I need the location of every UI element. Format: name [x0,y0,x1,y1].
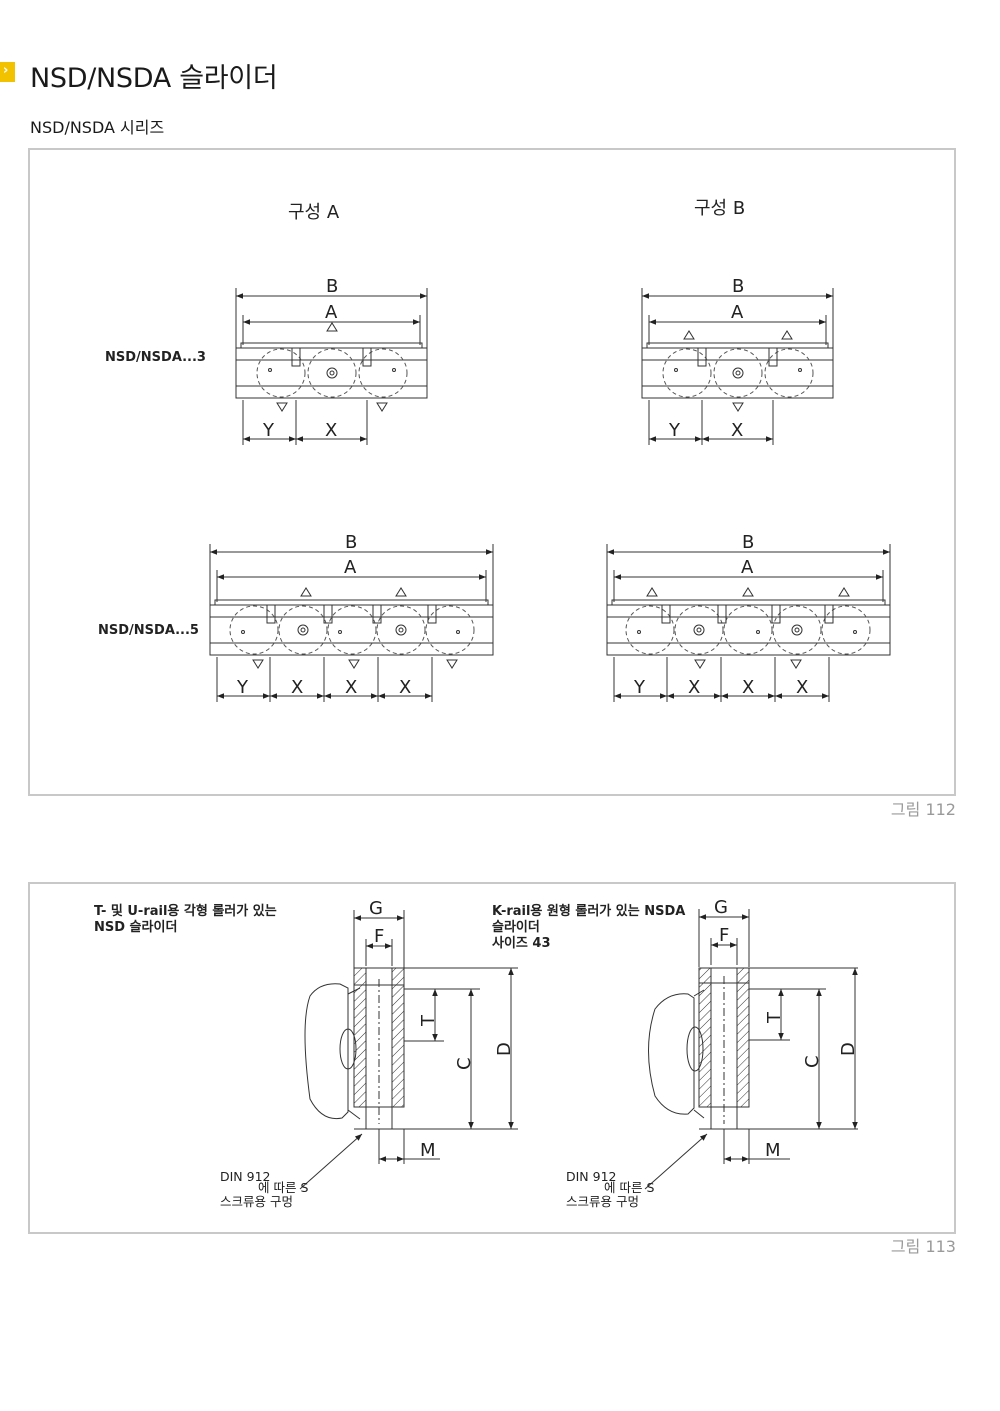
dim-m-label: M [765,1140,781,1161]
dim-y-label: Y [668,420,681,441]
page-subtitle: NSD/NSDA 시리즈 [30,118,165,137]
screw-note-line2: 스크류용 구멍 [220,1194,293,1209]
screw-note-line3: 에 따른 S [258,1180,308,1195]
page-title: NSD/NSDA 슬라이더 [30,63,278,94]
dim-b-label: B [732,276,744,297]
figure-112-drawing: 구성 A 구성 B NSD/NSDA...3 NSD/NSDA...5 B A … [98,198,891,702]
dim-x-label: X [325,420,337,441]
dim-t-label: T [418,1014,439,1027]
dim-b-label: B [742,532,754,553]
dim-x-label: X [688,677,700,698]
dim-y-label: Y [236,677,249,698]
screw-note-line1: DIN 912 [566,1169,617,1184]
dim-c-label: C [802,1055,823,1068]
dim-g-label: G [369,898,383,919]
dim-x-label: X [742,677,754,698]
dim-d-label: D [494,1042,515,1056]
dim-x-label: X [399,677,411,698]
left-cross-section [299,910,518,1190]
figure-112-frame: 구성 A 구성 B NSD/NSDA...3 NSD/NSDA...5 B A … [28,148,956,796]
dim-m-label: M [420,1140,436,1161]
config-a-label: 구성 A [288,202,340,223]
dim-b-label: B [345,532,357,553]
figure-113-frame: T- 및 U-rail용 각형 롤러가 있는 NSD 슬라이더 K-rail용 … [28,882,956,1234]
dim-x-label: X [796,677,808,698]
dim-t-label: T [764,1011,785,1024]
slider-3-config-b [641,288,834,445]
row-label-3: NSD/NSDA...3 [105,350,206,365]
dim-c-label: C [454,1057,475,1070]
slider-3-config-a [235,288,428,445]
slider-5-config-a [209,544,494,702]
dim-d-label: D [838,1042,859,1056]
right-title-line1: K-rail용 원형 롤러가 있는 NSDA [492,903,685,919]
chevron-right-icon: › [3,63,9,78]
dim-a-label: A [731,302,744,323]
slider-5-config-b [606,544,891,702]
dim-a-label: A [325,302,338,323]
dim-g-label: G [714,897,728,918]
left-title-line1: T- 및 U-rail용 각형 롤러가 있는 [94,903,277,919]
right-title-line3: 사이즈 43 [492,935,551,951]
dim-y-label: Y [262,420,275,441]
screw-note-line2: 스크류용 구멍 [566,1194,639,1209]
figure-113-caption: 그림 113 [890,1237,956,1256]
dim-a-label: A [344,557,357,578]
config-b-label: 구성 B [694,198,745,219]
right-cross-section [644,909,858,1190]
section-marker: › [0,62,15,82]
dim-x-label: X [731,420,743,441]
screw-note-line1: DIN 912 [220,1169,271,1184]
dim-f-label: F [719,925,729,946]
dim-b-label: B [326,276,338,297]
dim-y-label: Y [633,677,646,698]
screw-note-line3: 에 따른 S [604,1180,654,1195]
figure-112-caption: 그림 112 [890,800,956,819]
right-title-line2: 슬라이더 [492,919,540,935]
dim-x-label: X [291,677,303,698]
dim-f-label: F [374,926,384,947]
left-title-line2: NSD 슬라이더 [94,919,177,935]
figure-113-drawing: T- 및 U-rail용 각형 롤러가 있는 NSD 슬라이더 K-rail용 … [94,897,859,1209]
dim-x-label: X [345,677,357,698]
row-label-5: NSD/NSDA...5 [98,623,199,638]
dim-a-label: A [741,557,754,578]
